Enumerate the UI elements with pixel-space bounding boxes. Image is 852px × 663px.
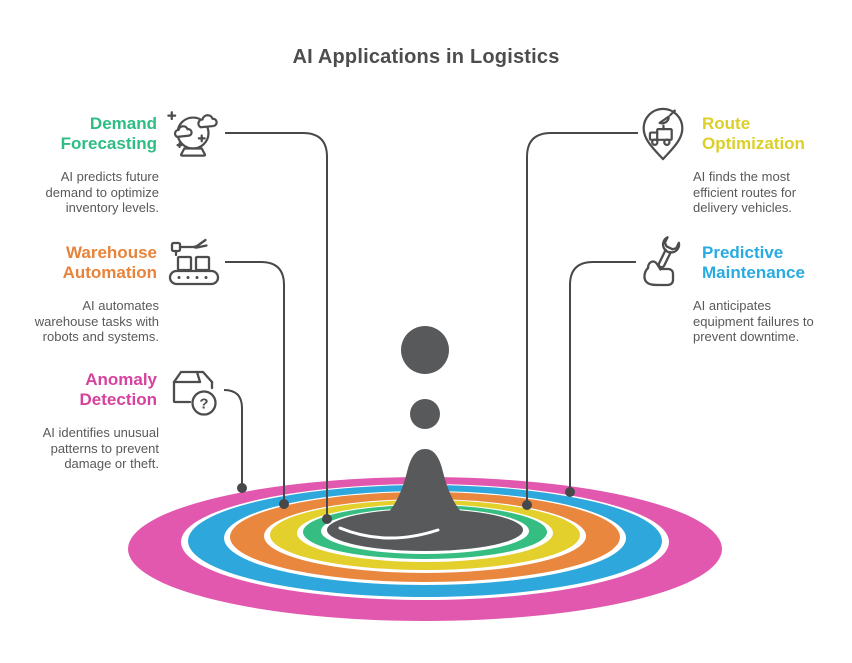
anchor-demand-forecasting <box>322 514 332 524</box>
connector-route-optimization <box>526 132 638 505</box>
item-demand-forecasting: Demand Forecasting AI predicts future de… <box>27 105 223 216</box>
splash-column <box>333 449 517 547</box>
item-route-optimization: Route Optimization AI finds the most eff… <box>634 105 834 216</box>
item-title-anomaly-detection: Anomaly Detection <box>79 370 157 409</box>
connectors <box>223 132 638 524</box>
item-title-route-optimization: Route Optimization <box>702 114 805 153</box>
anchor-anomaly-detection <box>237 483 247 493</box>
item-title-predictive-maintenance: Predictive Maintenance <box>702 243 805 282</box>
item-desc-predictive-maintenance: AI anticipates equipment failures to pre… <box>693 298 814 344</box>
item-title-warehouse-automation: Warehouse Automation <box>62 243 157 282</box>
water-splash <box>333 326 517 547</box>
svg-text:?: ? <box>199 396 208 413</box>
anchor-warehouse-automation <box>279 499 289 509</box>
splash-highlight <box>338 526 440 540</box>
droplet-large <box>401 326 449 374</box>
connector-predictive-maintenance <box>569 261 636 492</box>
item-warehouse-automation: Warehouse Automation AI aut <box>27 234 223 345</box>
connector-warehouse-automation <box>225 261 285 504</box>
package-question-icon: ? <box>172 370 217 416</box>
connector-anomaly-detection <box>223 389 243 488</box>
item-desc-route-optimization: AI finds the most efficient routes for d… <box>693 169 797 215</box>
item-desc-warehouse-automation: AI automates warehouse tasks with robots… <box>34 298 159 344</box>
item-predictive-maintenance: Predictive Maintenance AI anticipates eq… <box>634 234 834 345</box>
item-desc-demand-forecasting: AI predicts future demand to optimize in… <box>45 169 159 215</box>
wrench-hand-icon <box>643 236 681 287</box>
anchor-predictive-maintenance <box>565 487 575 497</box>
item-title-demand-forecasting: Demand Forecasting <box>60 114 157 153</box>
droplet-small <box>410 399 440 429</box>
connector-demand-forecasting <box>225 132 328 519</box>
item-anomaly-detection: Anomaly Detection ? AI identifies unusua… <box>27 361 223 472</box>
truck-pin-icon <box>642 107 684 161</box>
anchor-route-optimization <box>522 500 532 510</box>
crystal-ball-icon <box>167 111 218 157</box>
item-desc-anomaly-detection: AI identifies unusual patterns to preven… <box>42 425 159 471</box>
robot-conveyor-icon <box>168 238 220 286</box>
page-title: AI Applications in Logistics <box>292 46 560 68</box>
